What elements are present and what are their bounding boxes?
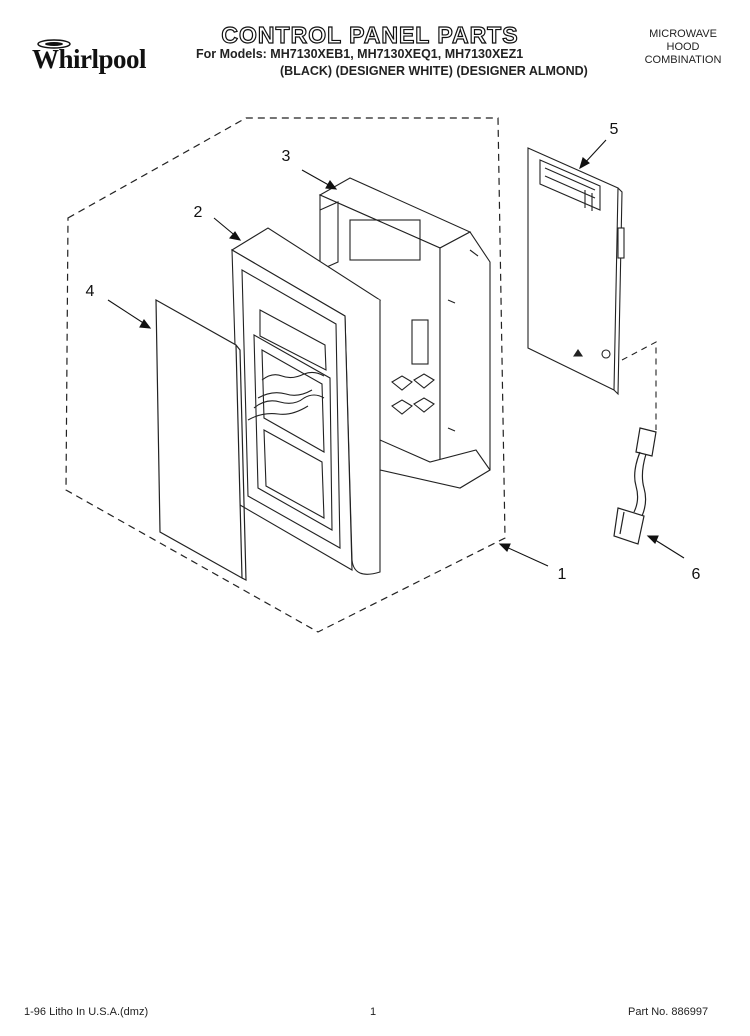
- brand-name: Whirlpool: [32, 44, 147, 74]
- leader-arrow-6: [651, 537, 685, 559]
- callout-2: 2: [193, 204, 203, 221]
- litho-note: 1-96 Litho In U.S.A.(dmz): [24, 1006, 149, 1018]
- product-type-line: COMBINATION: [644, 54, 722, 66]
- leader-arrow-4: [107, 299, 149, 327]
- arrow-head-icon: [498, 543, 511, 552]
- models-line: For Models: MH7130XEB1, MH7130XEQ1, MH71…: [196, 47, 524, 61]
- part-5-control-board: [527, 147, 625, 396]
- arrow-head-icon: [228, 231, 242, 241]
- arrow-head-icon: [646, 535, 659, 544]
- page-title: CONTROL PANEL PARTS: [221, 21, 519, 48]
- callout-1: 1: [557, 566, 567, 583]
- part-number: Part No. 886997: [628, 1006, 709, 1018]
- whirlpool-logo: Whirlpool: [28, 36, 158, 76]
- arrow-head-icon: [139, 319, 152, 329]
- part-4-overlay: [155, 298, 247, 581]
- callout-4: 4: [85, 283, 95, 300]
- product-type-line: HOOD: [666, 41, 700, 53]
- assembly-boundary: [65, 117, 506, 633]
- arrow-head-icon: [579, 157, 590, 170]
- product-type-line: MICROWAVE: [649, 28, 717, 40]
- page-number: 1: [370, 1006, 377, 1018]
- callout-5: 5: [609, 121, 619, 138]
- leader-arrows: [107, 139, 685, 567]
- board-harness-connection: [621, 341, 657, 430]
- brand-swoosh-icon: [37, 39, 71, 49]
- arrow-head-icon: [325, 180, 338, 190]
- part-6-wire-harness: [613, 427, 657, 545]
- callout-6: 6: [691, 566, 701, 583]
- variants-line: (BLACK) (DESIGNER WHITE) (DESIGNER ALMON…: [280, 64, 588, 78]
- leader-arrow-1: [503, 545, 549, 567]
- part-2-bezel: [230, 227, 382, 575]
- callout-3: 3: [281, 148, 291, 165]
- product-type: MICROWAVE HOOD COMBINATION: [628, 28, 738, 67]
